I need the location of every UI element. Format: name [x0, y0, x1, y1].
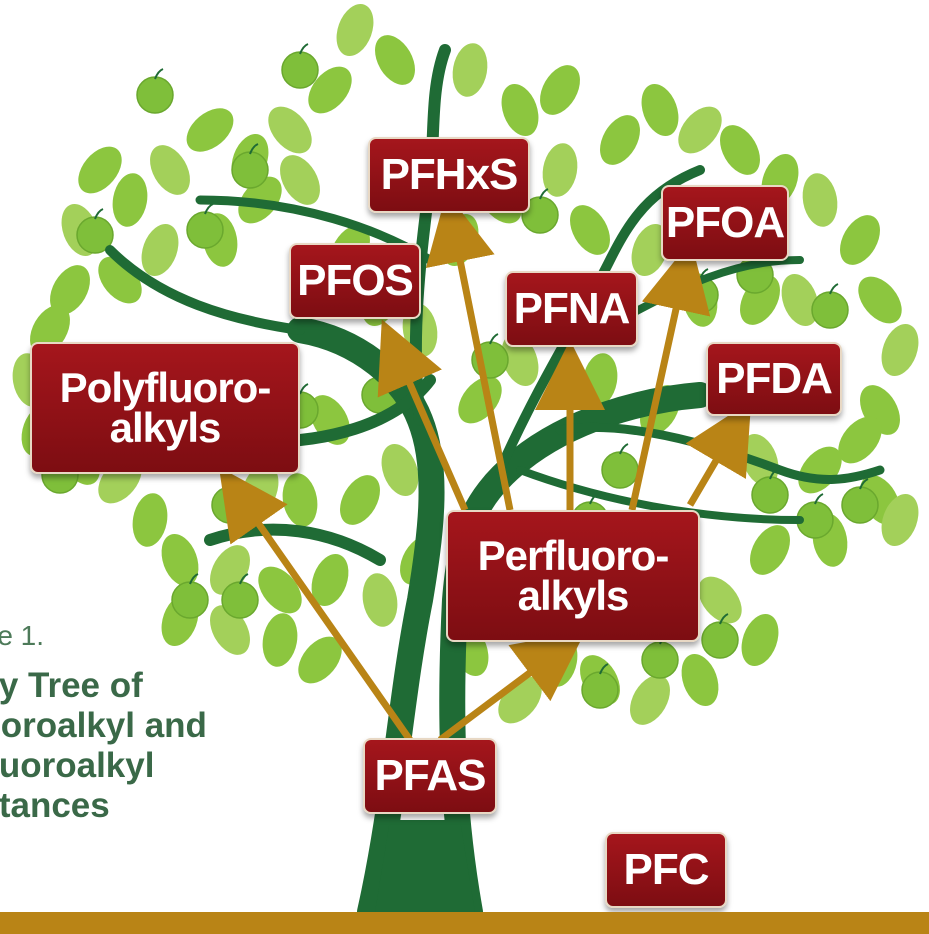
leaf: [570, 205, 610, 255]
leaf: [340, 475, 380, 525]
apple: [641, 641, 679, 679]
leaf: [698, 576, 742, 624]
leaf: [838, 416, 882, 464]
apple: [136, 76, 174, 114]
node-pfos: PFOS: [289, 243, 421, 319]
apple: [581, 671, 619, 709]
leaf: [132, 493, 168, 547]
apple-stem: [189, 573, 199, 585]
arrow-pfas-to-polyfluoro-alkyls: [218, 467, 413, 743]
leaf: [308, 66, 352, 114]
leaf: [881, 493, 919, 547]
apple-stem: [859, 478, 869, 490]
apple: [221, 581, 259, 619]
apple-stem: [249, 143, 259, 155]
apple: [186, 211, 224, 249]
apple: [231, 151, 269, 189]
apple: [171, 581, 209, 619]
leaf: [50, 265, 90, 315]
arrow-perfluoro-alkyls-to-pfda: [685, 400, 752, 507]
leaf: [78, 146, 122, 194]
leaf: [681, 653, 719, 707]
leaf: [161, 533, 199, 587]
arrow-pfas-to-perfluoro-alkyls: [437, 631, 586, 743]
leaf: [298, 636, 342, 684]
leaf: [150, 145, 190, 195]
leaf: [720, 125, 760, 175]
leaf: [381, 443, 419, 497]
leaf: [452, 43, 488, 97]
apple-stem: [829, 283, 839, 295]
apple-stem: [239, 573, 249, 585]
apple-stem: [94, 208, 104, 220]
leaf: [112, 173, 148, 227]
apple: [701, 621, 739, 659]
relationship-arrows: [218, 192, 752, 743]
leaf: [858, 276, 902, 324]
figure-title-line: yfluoroalkyl: [0, 746, 155, 785]
leaf: [141, 223, 179, 277]
leaf: [311, 553, 349, 607]
figure-title-line: nily Tree of: [0, 666, 143, 705]
apple-stem: [599, 663, 609, 675]
leaf: [186, 108, 234, 152]
figure-title-line: ostances: [0, 786, 110, 825]
ground-bar: [0, 912, 929, 934]
leaf: [741, 613, 779, 667]
leaf: [336, 3, 374, 57]
apple: [281, 51, 319, 89]
apple: [751, 476, 789, 514]
node-perfluoroalkyls: Perfluoro- alkyls: [446, 510, 700, 642]
leaf: [362, 573, 398, 627]
apple: [811, 291, 849, 329]
apple-stem: [719, 613, 729, 625]
apple-stem: [489, 333, 499, 345]
leaf: [542, 143, 578, 197]
leaf: [540, 65, 580, 115]
leaf: [781, 273, 819, 327]
leaf: [802, 173, 838, 227]
node-pfc: PFC: [605, 832, 727, 908]
leaf: [641, 83, 679, 137]
figure-label: re 1.: [0, 620, 45, 651]
apple: [841, 486, 879, 524]
leaf: [262, 613, 298, 667]
leaf: [630, 675, 670, 725]
leaf: [840, 215, 880, 265]
arrow-perfluoro-alkyls-to-pfos: [377, 319, 469, 512]
apple-stem: [619, 443, 629, 455]
leaf: [750, 525, 790, 575]
figure-title-line: fluoroalkyl and: [0, 706, 207, 745]
leaf: [258, 566, 302, 614]
arrow-perfluoro-alkyls-to-pfhxs: [425, 192, 514, 511]
leaf: [501, 83, 539, 137]
leaf: [458, 376, 502, 424]
node-pfda: PFDA: [706, 342, 842, 416]
node-pfhxs: PFHxS: [368, 137, 530, 213]
apple-stem: [299, 43, 309, 55]
leaf: [881, 323, 919, 377]
leaf: [282, 473, 318, 527]
apple-stem: [299, 383, 309, 395]
node-pfna: PFNA: [505, 271, 638, 347]
apple-stem: [539, 188, 549, 200]
leaf: [600, 115, 640, 165]
node-pfoa: PFOA: [661, 185, 789, 261]
apple-stem: [154, 68, 164, 80]
figure-title: nily Tree of fluoroalkyl and yfluoroalky…: [0, 666, 358, 826]
node-pfas: PFAS: [363, 738, 497, 814]
arrow-perfluoro-alkyls-to-pfoa: [628, 240, 711, 511]
apple: [601, 451, 639, 489]
apple-stem: [814, 493, 824, 505]
node-polyfluoroalkyls: Polyfluoro- alkyls: [30, 342, 300, 474]
leaf: [268, 106, 312, 154]
leaf: [375, 35, 415, 85]
leaf: [678, 106, 722, 154]
leaf: [280, 155, 320, 205]
